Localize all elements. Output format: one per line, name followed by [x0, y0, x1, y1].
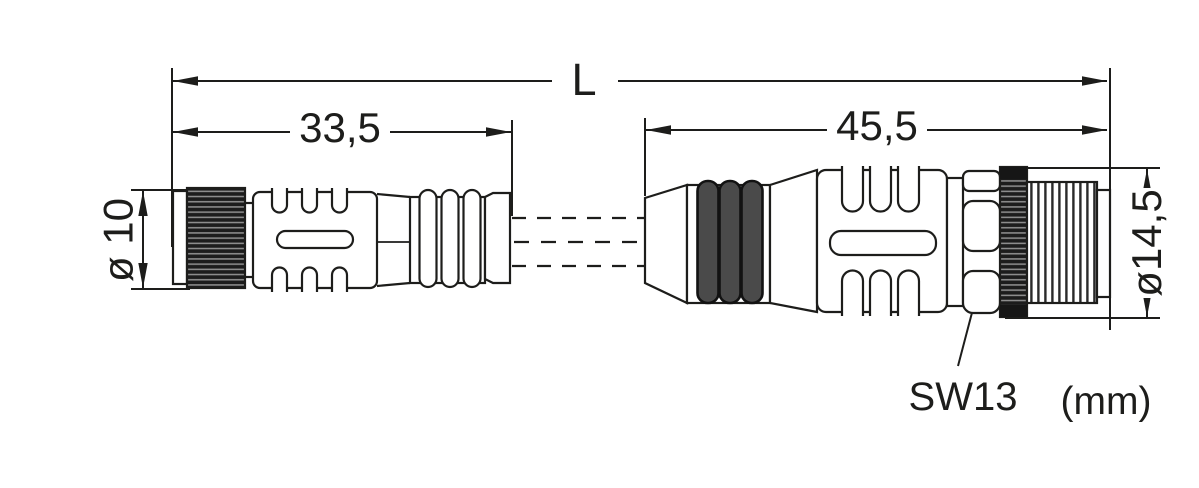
right-thread-tip — [1095, 188, 1112, 299]
left-connector-front-ring — [171, 189, 189, 286]
right-seal-rib — [696, 179, 720, 305]
label-left-diameter: ø 10 — [94, 197, 142, 283]
left-connector-knurled-nut — [185, 186, 247, 290]
left-body-bottom-slot — [330, 266, 349, 292]
right-neck — [945, 176, 965, 308]
right-body-bottom-slot — [868, 269, 893, 316]
hex-flat-middle — [961, 199, 1002, 253]
arrowhead-right — [486, 127, 511, 137]
arrowhead-left — [173, 76, 198, 86]
dimension-left-diameter — [138, 191, 148, 288]
left-body-top-slot — [270, 188, 289, 214]
right-seal-rib — [740, 179, 764, 305]
right-thread-m12 — [1025, 180, 1099, 305]
dimension-left-length — [173, 127, 511, 137]
label-right-length: 45,5 — [827, 104, 927, 148]
label-unit-note: (mm) — [1060, 379, 1152, 423]
hex-flat-top — [961, 169, 1002, 193]
right-connector — [643, 165, 1112, 319]
right-knurled-ring — [998, 165, 1029, 319]
left-strain-relief-rib — [418, 188, 438, 289]
left-body-bottom-slot — [270, 266, 289, 292]
right-body-cone — [768, 168, 819, 314]
label-overall-length: L — [552, 57, 616, 102]
right-body-top-slot — [868, 166, 893, 213]
right-seal-rib — [718, 179, 742, 305]
right-body-bottom-slot — [840, 269, 865, 316]
right-cable-entry — [643, 183, 689, 305]
right-knurl-cap-bottom — [1000, 305, 1027, 317]
right-knurl-cap-top — [1000, 167, 1027, 179]
dimension-lines — [138, 76, 1152, 367]
left-connector — [171, 186, 512, 292]
arrowhead-right — [1082, 76, 1107, 86]
left-strain-relief-rib — [462, 188, 482, 289]
cable-break-lines — [512, 216, 645, 268]
arrowhead-left — [646, 125, 671, 135]
label-left-length: 33,5 — [290, 106, 390, 150]
arrowhead-left — [173, 127, 198, 137]
label-right-diameter: ø14,5 — [1123, 188, 1170, 298]
right-body-top-slot — [896, 166, 921, 213]
left-body-top-slot — [300, 188, 319, 214]
arrowhead-up — [1142, 169, 1152, 194]
left-body-label-slot — [275, 229, 355, 250]
left-strain-relief-rib — [440, 188, 460, 289]
arrowhead-down — [1142, 292, 1152, 317]
arrowhead-right — [1082, 125, 1107, 135]
right-body-bottom-slot — [896, 269, 921, 316]
arrowhead-down — [138, 263, 148, 288]
dimension-right-length — [646, 125, 1107, 135]
left-body-top-slot — [330, 188, 349, 214]
arrowhead-up — [138, 191, 148, 216]
left-cable-exit — [483, 191, 512, 285]
dimension-overall-length — [173, 76, 1107, 86]
left-boot-cone-top — [376, 192, 411, 199]
hex-flat-bottom — [961, 269, 1002, 315]
left-body-bottom-slot — [300, 266, 319, 292]
right-body-label-slot — [828, 229, 938, 257]
left-boot-cone-bottom — [376, 281, 411, 288]
label-wrench-size: SW13 — [908, 375, 1018, 419]
right-body-top-slot — [840, 166, 865, 213]
